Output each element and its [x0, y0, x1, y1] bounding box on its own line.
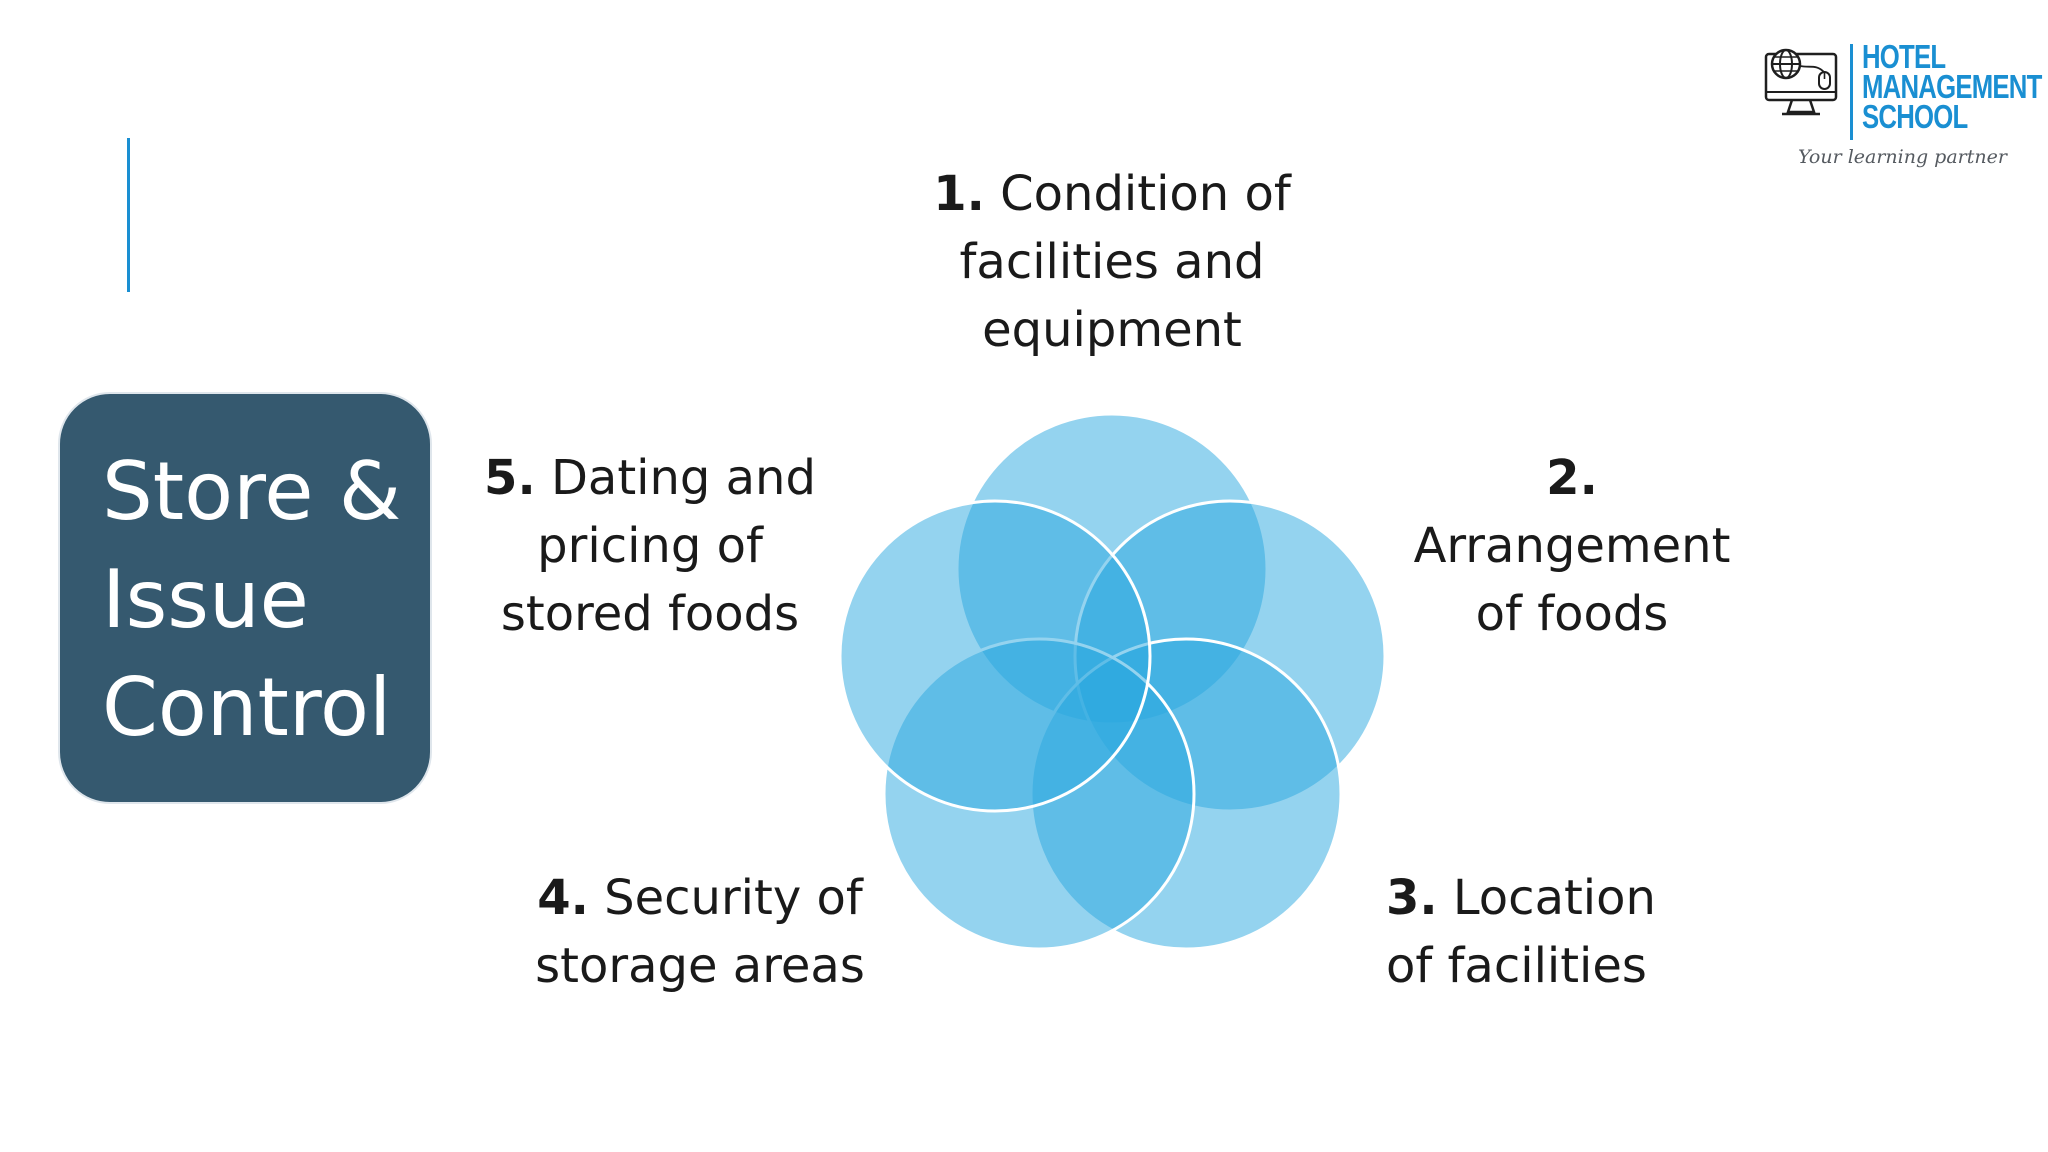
- title-line-3: Control: [102, 661, 392, 754]
- logo-name-line-2: MANAGEMENT: [1862, 68, 2042, 105]
- logo-divider: [1850, 44, 1853, 140]
- label-1-line-2: facilities and: [959, 234, 1265, 290]
- label-5-number: 5.: [484, 450, 536, 506]
- label-5-line-3: stored foods: [500, 586, 800, 642]
- accent-line: [127, 138, 130, 292]
- label-5-line-2: pricing of: [537, 518, 763, 574]
- logo-tagline: Your learning partner: [1798, 146, 2007, 168]
- label-1-line-1: Condition of: [1000, 166, 1291, 222]
- label-2-number: 2.: [1546, 450, 1598, 506]
- title-line-1: Store &: [102, 445, 402, 538]
- title-line-2: Issue: [102, 553, 309, 646]
- label-1-number: 1.: [933, 166, 985, 222]
- venn-circle-5: [838, 499, 1152, 813]
- label-item-3: 3. Location of facilities: [1386, 864, 1676, 1000]
- label-3-line-2: of facilities: [1386, 938, 1647, 994]
- label-1-line-3: equipment: [982, 302, 1242, 358]
- logo-name-line-1: HOTEL: [1862, 38, 1946, 75]
- label-2-line-2: of foods: [1475, 586, 1669, 642]
- label-item-5: 5. Dating and pricing of stored foods: [470, 444, 830, 648]
- title-box: Store & Issue Control: [58, 392, 432, 804]
- label-item-2: 2. Arrangement of foods: [1372, 444, 1772, 648]
- label-2-line-1: Arrangement: [1413, 518, 1731, 574]
- logo: HOTEL MANAGEMENT SCHOOL Your learning pa…: [1762, 40, 2042, 177]
- logo-name: HOTEL MANAGEMENT SCHOOL: [1862, 38, 2042, 135]
- label-3-number: 3.: [1386, 870, 1438, 926]
- label-5-line-1: Dating and: [550, 450, 816, 506]
- label-4-line-1: Security of: [604, 870, 863, 926]
- logo-name-line-3: SCHOOL: [1862, 98, 1968, 135]
- label-3-line-1: Location: [1452, 870, 1656, 926]
- label-4-line-2: storage areas: [535, 938, 865, 994]
- label-4-number: 4.: [537, 870, 589, 926]
- label-item-1: 1. Condition of facilities and equipment: [912, 160, 1312, 364]
- label-item-4: 4. Security of storage areas: [530, 864, 870, 1000]
- computer-globe-icon: [1764, 48, 1838, 116]
